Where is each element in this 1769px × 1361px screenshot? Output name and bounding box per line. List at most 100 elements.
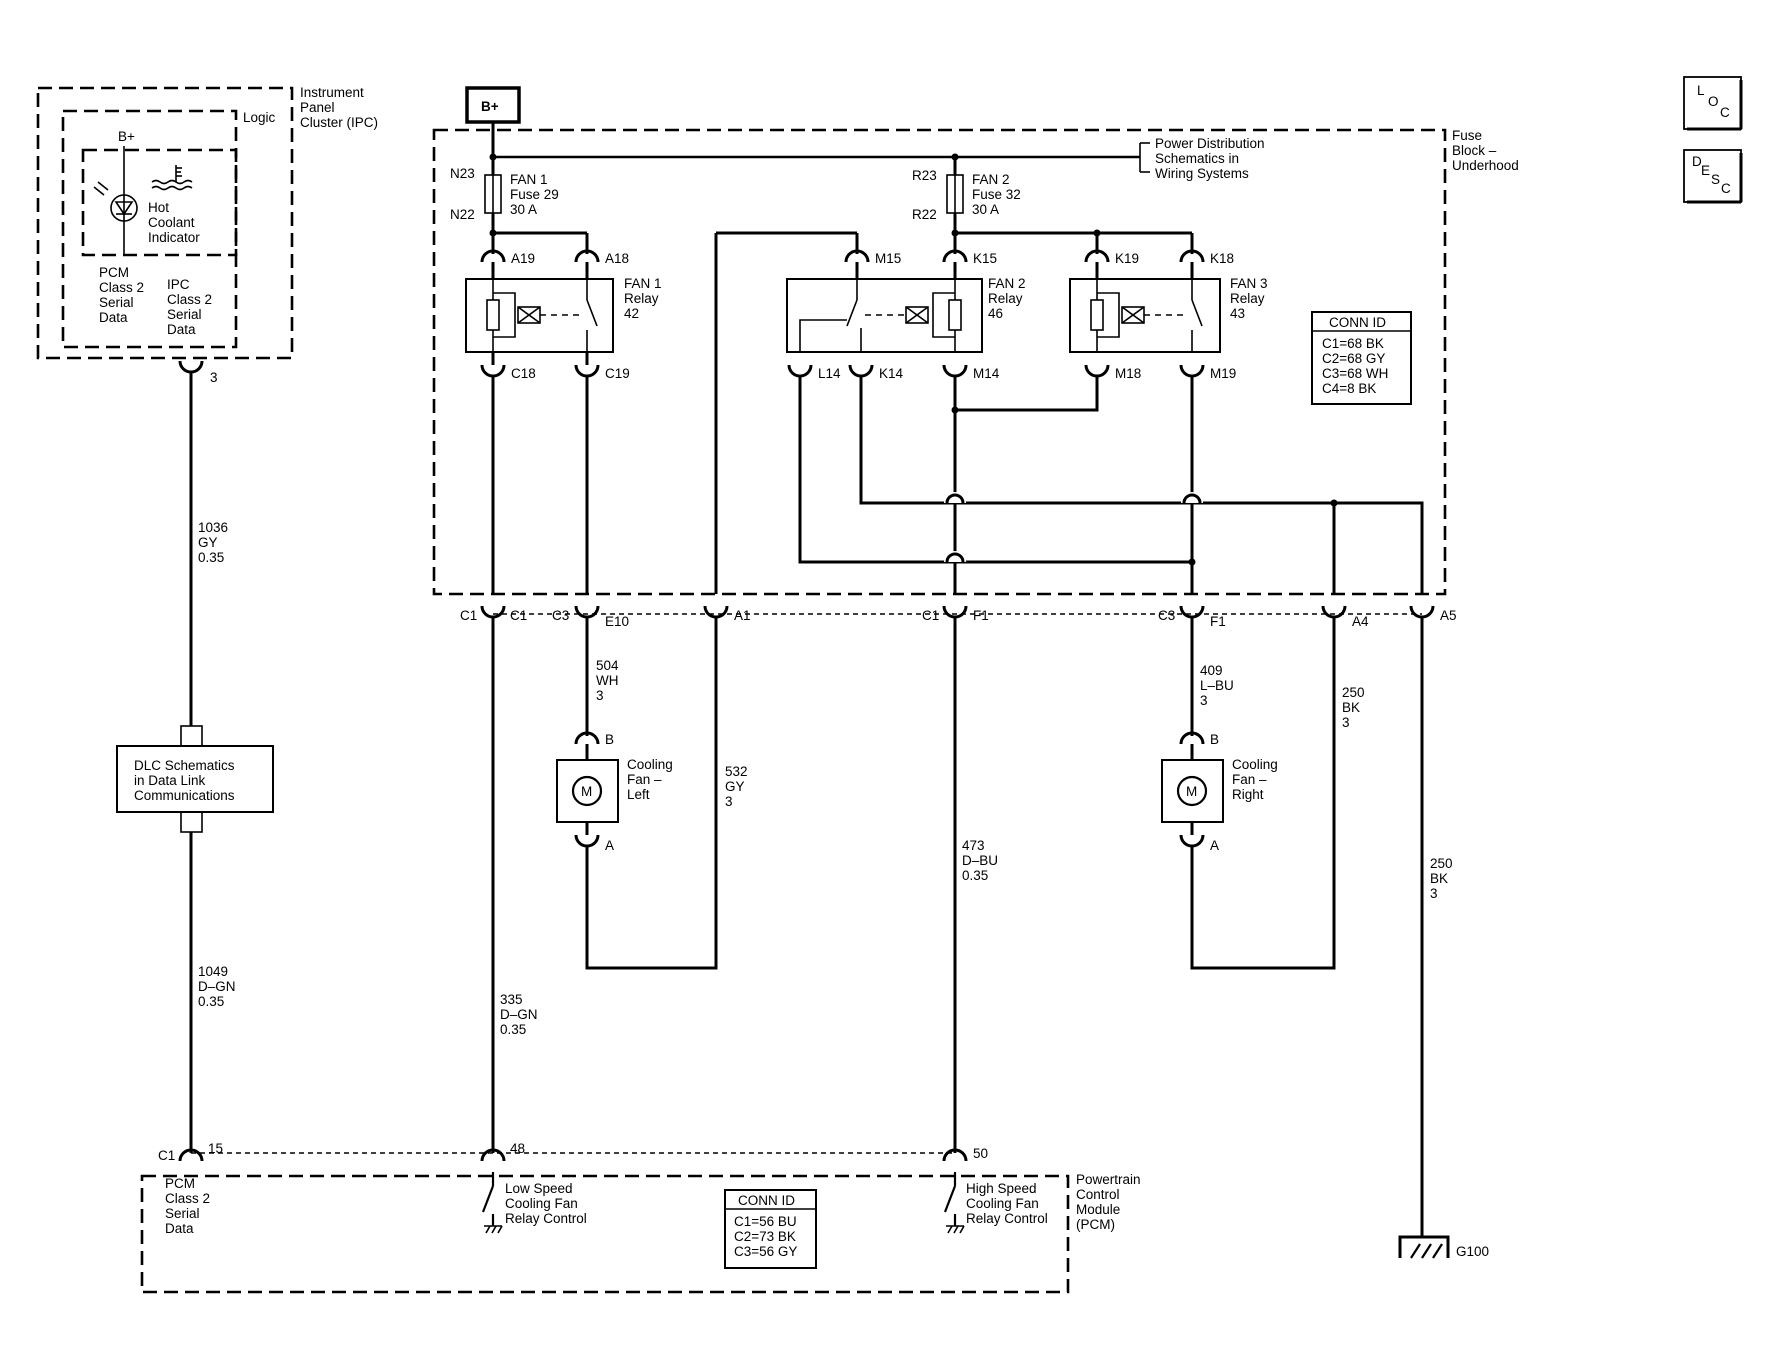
conn-a5 [1409, 605, 1435, 619]
dlc-line-3: Communications [134, 788, 235, 803]
pin-m15: M15 [875, 251, 901, 266]
conn-a1-label: A1 [734, 608, 751, 623]
desc-letter-s: S [1711, 172, 1720, 187]
fan1-relay-label-3: 42 [624, 306, 639, 321]
wire-504-num: 504 [596, 658, 619, 673]
bplus-box-label: B+ [481, 99, 499, 114]
fan1-junction [489, 229, 497, 237]
pcm-pin-50: 50 [973, 1146, 988, 1161]
conn-c3-left: C3 [552, 608, 569, 623]
right-fan-motor-symbol: M [1186, 784, 1197, 799]
conn-id-pcm-box [724, 1189, 817, 1269]
conn-k14 [848, 364, 874, 378]
conn-id-pcm-title: CONN ID [738, 1193, 795, 1208]
pcm-boundary [140, 1174, 1070, 1294]
fan2-relay-box[interactable] [786, 278, 983, 353]
ipc-serial-3: Serial [167, 307, 202, 322]
conn-e10-label: E10 [605, 614, 629, 629]
fan2-relay-label-2: Relay [988, 291, 1023, 306]
ipc-title-2: Panel [300, 100, 335, 115]
pin-k14: K14 [879, 366, 904, 381]
wire-409-gauge: 3 [1200, 693, 1208, 708]
conn-m15 [844, 249, 870, 263]
desc-button[interactable]: D E S C [1683, 149, 1743, 204]
high-speed-switch-icon [943, 1172, 965, 1234]
ipc-boundary [36, 86, 294, 360]
dlc-connector-top [180, 725, 203, 747]
pcm-pin-48: 48 [510, 1141, 525, 1156]
conn-c1-fan2: C1 [922, 608, 939, 623]
fan2-relay-label-3: 46 [988, 306, 1003, 321]
wire-335-color: D–GN [500, 1007, 538, 1022]
fuse-block-boundary [432, 128, 1447, 596]
fan1-relay-label-1: FAN 1 [624, 276, 662, 291]
wire-250a-color: BK [1342, 700, 1360, 715]
fuse2-label-1: FAN 2 [972, 172, 1010, 187]
left-fan-pin-a: A [605, 838, 614, 853]
ipc-indicator-boundary [81, 148, 238, 257]
pin-k18: K18 [1210, 251, 1234, 266]
ipc-pin-3: 3 [210, 370, 218, 385]
fan3-relay-label-3: 43 [1230, 306, 1245, 321]
left-fan-label-3: Left [627, 787, 650, 802]
wire-l14-loop [798, 376, 1192, 564]
pcm-serial-2: Class 2 [165, 1191, 210, 1206]
conn-k15 [942, 249, 968, 263]
wire-250b-color: BK [1430, 871, 1448, 886]
wire-532-num: 532 [725, 764, 748, 779]
low-speed-1: Low Speed [505, 1181, 573, 1196]
wire-1049-num: 1049 [198, 964, 228, 979]
conn-id-fuse-row-3: C3=68 WH [1322, 366, 1388, 381]
conn-id-fuse-row-1: C1=68 BK [1322, 336, 1384, 351]
wire-250a-num: 250 [1342, 685, 1365, 700]
conn-left-fan-a [574, 834, 600, 848]
wire-409-num: 409 [1200, 663, 1223, 678]
loc-button[interactable]: L O C [1683, 76, 1743, 131]
wire-473-num: 473 [962, 838, 985, 853]
right-fan-label-3: Right [1232, 787, 1264, 802]
conn-pcm-15 [178, 1148, 204, 1162]
fuse-block-label-2: Block – [1452, 143, 1497, 158]
wire-1049-color: D–GN [198, 979, 236, 994]
pcm-module-3: Module [1076, 1202, 1120, 1217]
fan1-relay-coil-icon [486, 279, 580, 352]
high-speed-1: High Speed [966, 1181, 1037, 1196]
wire-1036-num: 1036 [198, 520, 228, 535]
conn-a4-label: A4 [1352, 614, 1369, 629]
fuse1-top-pin: N23 [450, 166, 475, 181]
dlc-line-1: DLC Schematics [134, 758, 235, 773]
power-dist-2: Schematics in [1155, 151, 1239, 166]
right-fan-box[interactable] [1161, 759, 1224, 823]
conn-c1-fan1 [480, 605, 506, 619]
right-fan-motor-icon [1176, 775, 1208, 807]
right-fan-label-1: Cooling [1232, 757, 1278, 772]
pcm-serial-1: PCM [165, 1176, 195, 1191]
pin-m14: M14 [973, 366, 1000, 381]
conn-pcm-48 [480, 1148, 506, 1162]
wire-250a-gauge: 3 [1342, 715, 1350, 730]
wire-504-color: WH [596, 673, 619, 688]
fan2-junction [951, 229, 959, 237]
a4-junction [1330, 499, 1338, 507]
conn-id-fuse-row-2: C2=68 GY [1322, 351, 1385, 366]
dlc-box[interactable] [116, 745, 274, 813]
conn-a4 [1321, 605, 1347, 619]
conn-a18 [574, 249, 600, 263]
dlc-connector-bottom [180, 811, 203, 833]
ipc-pcm-data-2: Class 2 [99, 280, 144, 295]
pin-a19: A19 [511, 251, 535, 266]
ground-icon [1398, 1235, 1450, 1259]
wire-532-color: GY [725, 779, 745, 794]
ipc-title-1: Instrument [300, 85, 364, 100]
conn-id-pcm-row-2: C2=73 BK [734, 1229, 796, 1244]
conn-l14 [787, 364, 813, 378]
pcm-module-1: Powertrain [1076, 1172, 1141, 1187]
conn-id-fuse-row-4: C4=8 BK [1322, 381, 1376, 396]
pcm-module-2: Control [1076, 1187, 1120, 1202]
wire-k14-loop [859, 376, 1424, 594]
wire-473-color: D–BU [962, 853, 998, 868]
power-dist-3: Wiring Systems [1155, 166, 1249, 181]
conn-c18 [480, 364, 506, 378]
wire-250-a4 [1190, 617, 1336, 970]
